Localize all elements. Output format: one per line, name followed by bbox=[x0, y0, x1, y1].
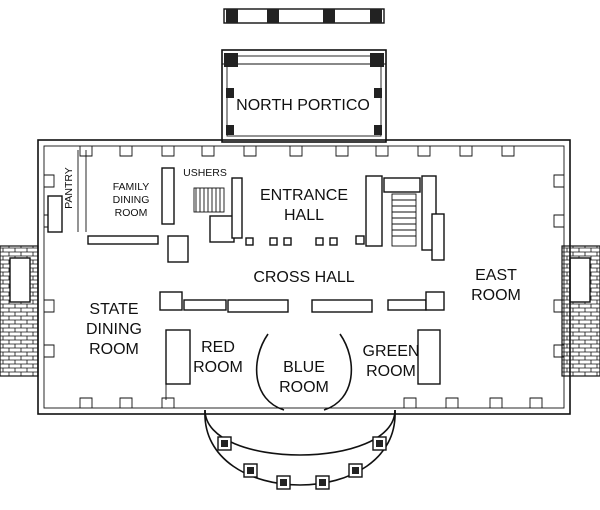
interior-walls bbox=[47, 150, 445, 411]
north-portico bbox=[221, 49, 387, 143]
label-ushers: USHERS bbox=[183, 167, 227, 179]
label-cross-hall: CROSS HALL bbox=[253, 269, 354, 286]
label-green-room-line1: GREEN bbox=[363, 343, 420, 360]
label-north-portico: NORTH PORTICO bbox=[236, 97, 370, 114]
label-entrance-hall-line2: HALL bbox=[284, 207, 324, 224]
main-building bbox=[37, 139, 571, 415]
label-state-dining-line1: STATE bbox=[89, 301, 138, 318]
label-family-dining-line2: DINING bbox=[113, 194, 150, 206]
west-terrace bbox=[0, 245, 39, 377]
label-family-dining-line1: FAMILY bbox=[113, 181, 150, 193]
label-green-room-line2: ROOM bbox=[366, 363, 416, 380]
label-blue-room-line2: ROOM bbox=[279, 379, 329, 396]
label-blue-room-line1: BLUE bbox=[283, 359, 325, 376]
label-red-room-line1: RED bbox=[201, 339, 235, 356]
top-colonnade bbox=[223, 8, 385, 24]
label-red-room-line2: ROOM bbox=[193, 359, 243, 376]
label-pantry: PANTRY bbox=[63, 167, 75, 209]
label-east-room-line2: ROOM bbox=[471, 287, 521, 304]
label-entrance-hall-line1: ENTRANCE bbox=[260, 187, 348, 204]
east-terrace bbox=[561, 245, 600, 377]
label-state-dining-line2: DINING bbox=[86, 321, 142, 338]
label-east-room-line1: EAST bbox=[475, 267, 517, 284]
south-portico bbox=[204, 409, 396, 490]
label-state-dining-line3: ROOM bbox=[89, 341, 139, 358]
room-labels: NORTH PORTICO PANTRY FAMILY DINING ROOM … bbox=[63, 97, 521, 396]
label-family-dining-line3: ROOM bbox=[115, 207, 148, 219]
